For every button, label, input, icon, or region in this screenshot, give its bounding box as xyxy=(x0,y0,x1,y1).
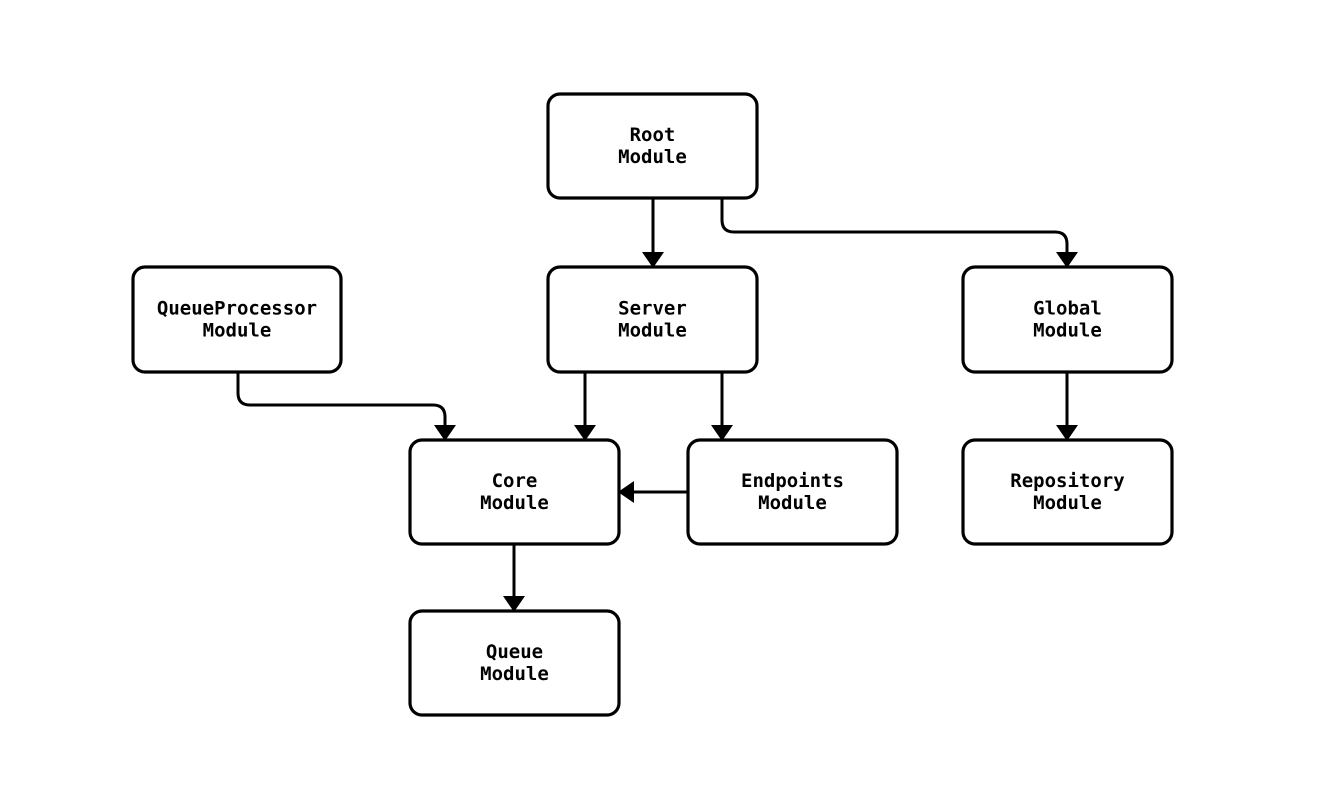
node-box-endpoints-module xyxy=(686,438,899,546)
node-box-global-module xyxy=(961,265,1174,374)
node-box-core-module xyxy=(408,438,621,546)
edge-queueprocessor-module-to-core-module xyxy=(236,372,456,441)
node-box-server-module xyxy=(546,265,759,374)
edges-layer xyxy=(236,198,1078,612)
edge-root-module-to-global-module xyxy=(720,198,1078,268)
node-box-root-module xyxy=(546,92,759,200)
node-box-queue-module xyxy=(408,609,621,717)
node-box-queueprocessor-module xyxy=(131,265,343,374)
node-box-repository-module xyxy=(961,438,1174,546)
